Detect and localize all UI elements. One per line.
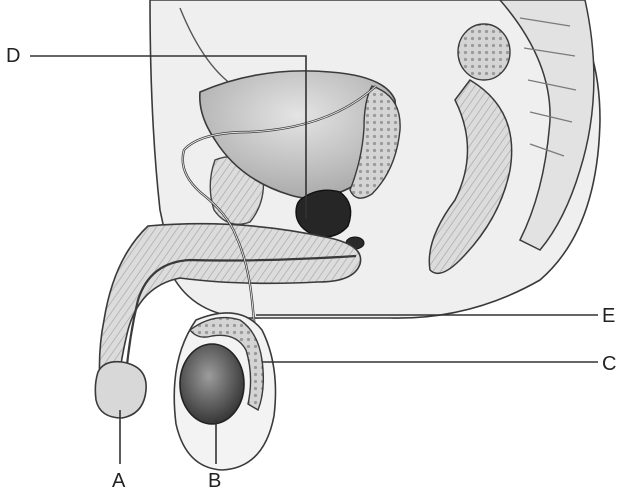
prostate-gland — [296, 190, 351, 237]
label-d: D — [6, 45, 20, 67]
label-c: C — [602, 353, 616, 375]
testis — [180, 344, 244, 424]
label-b: B — [208, 470, 221, 492]
label-a: A — [112, 470, 126, 492]
label-e: E — [602, 305, 615, 327]
coccyx — [458, 24, 510, 80]
